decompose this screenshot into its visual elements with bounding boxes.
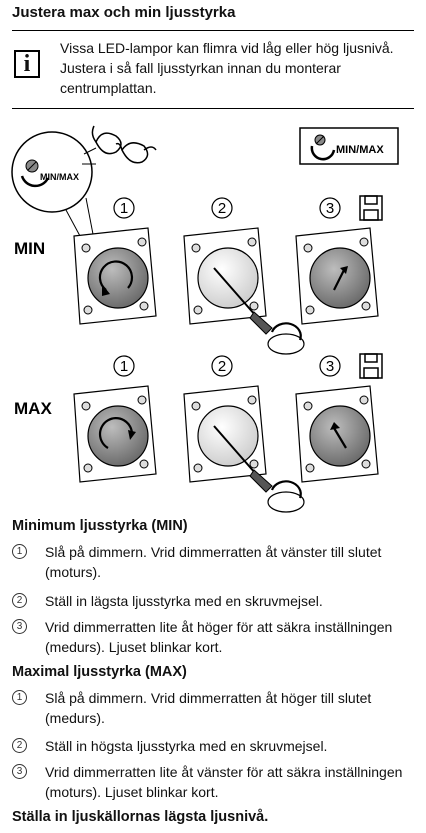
min-step-3: 3 Vrid dimmerratten lite åt höger för at… bbox=[12, 617, 412, 659]
dimmer-illustration: MIN/MAX MIN/MAX 1 2 3 1 2 3 bbox=[11, 125, 399, 513]
min-step-1: 1 Slå på dimmern. Vrid dimmerratten åt v… bbox=[12, 542, 412, 584]
step-text: Vrid dimmerratten lite åt höger för att … bbox=[45, 619, 393, 655]
dimmer-max-step-2 bbox=[183, 385, 305, 513]
footer-heading: Ställa in ljuskällornas lägsta ljusnivå. bbox=[12, 809, 269, 825]
dimmer-max-step-3 bbox=[295, 385, 379, 483]
note-top-rule bbox=[12, 30, 414, 31]
glasses-icon bbox=[91, 125, 157, 164]
step-number: 3 bbox=[12, 764, 27, 779]
step-text: Ställ in lägsta ljusstyrka med en skruvm… bbox=[45, 593, 323, 609]
step-text: Slå på dimmern. Vrid dimmerratten åt vän… bbox=[45, 544, 382, 580]
save-icon bbox=[359, 195, 383, 221]
max-step-3: 3 Vrid dimmerratten lite åt vänster för … bbox=[12, 762, 412, 804]
note-text: Vissa LED-lampor kan flimra vid låg elle… bbox=[60, 40, 394, 96]
step-number: 2 bbox=[12, 738, 27, 753]
row-min-label: MIN bbox=[14, 239, 45, 258]
magnifier-callout: MIN/MAX bbox=[11, 131, 99, 263]
note-bottom-rule bbox=[12, 108, 414, 109]
row1-step-2: 2 bbox=[218, 200, 226, 217]
row1-step-1: 1 bbox=[120, 200, 128, 217]
dimmer-max-step-1 bbox=[73, 385, 157, 483]
dimmer-min-step-1 bbox=[73, 227, 157, 325]
max-step-1: 1 Slå på dimmern. Vrid dimmerratten åt h… bbox=[12, 688, 412, 730]
row-max-label: MAX bbox=[14, 399, 52, 418]
dimmer-min-step-2 bbox=[183, 227, 305, 355]
min-heading: Minimum ljusstyrka (MIN) bbox=[12, 518, 188, 534]
info-icon: i bbox=[14, 50, 40, 78]
step-text: Vrid dimmerratten lite åt vänster för at… bbox=[45, 764, 403, 800]
step-number: 3 bbox=[12, 619, 27, 634]
row2-step-2: 2 bbox=[218, 358, 226, 375]
box-label: MIN/MAX bbox=[336, 144, 384, 156]
magnifier-label: MIN/MAX bbox=[40, 172, 79, 182]
step-text: Slå på dimmern. Vrid dimmerratten åt hög… bbox=[45, 690, 372, 726]
dimmer-min-step-3 bbox=[295, 227, 379, 325]
row2-step-1: 1 bbox=[120, 358, 128, 375]
step-text: Ställ in högsta ljusstyrka med en skruvm… bbox=[45, 738, 328, 754]
step-number: 2 bbox=[12, 593, 27, 608]
step-number: 1 bbox=[12, 690, 27, 705]
max-step-2: 2 Ställ in högsta ljusstyrka med en skru… bbox=[12, 736, 412, 758]
row2-step-3: 3 bbox=[326, 358, 334, 375]
save-icon bbox=[359, 353, 383, 379]
row1-step-3: 3 bbox=[326, 200, 334, 217]
page-title: Justera max och min ljusstyrka bbox=[12, 4, 236, 21]
min-step-2: 2 Ställ in lägsta ljusstyrka med en skru… bbox=[12, 591, 412, 613]
step-number: 1 bbox=[12, 544, 27, 559]
max-heading: Maximal ljusstyrka (MAX) bbox=[12, 664, 187, 680]
minmax-box: MIN/MAX bbox=[299, 127, 399, 165]
